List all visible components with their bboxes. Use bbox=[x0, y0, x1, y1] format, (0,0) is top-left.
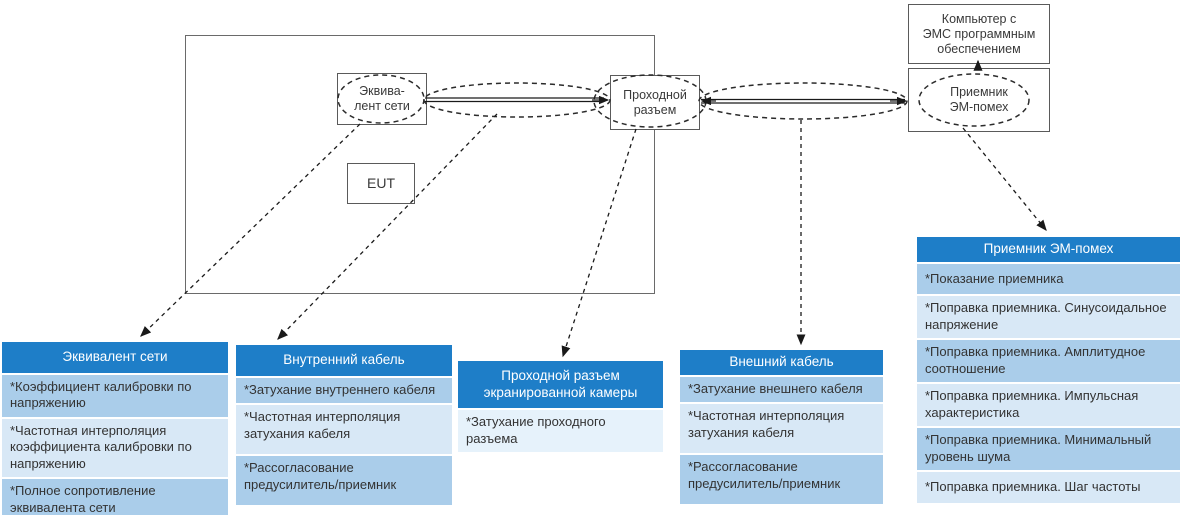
table-row: *Частотная интерполяция затухания кабеля bbox=[236, 405, 452, 454]
receiver-node-label: Приемник ЭМ-помех bbox=[949, 85, 1009, 114]
eut-box-label: EUT bbox=[367, 175, 395, 191]
table-row: *Коэффициент калибровки по напряжению bbox=[2, 374, 228, 417]
table-receiver: Приемник ЭМ-помех *Показание приемника *… bbox=[917, 237, 1180, 503]
table-internal-cable: Внутренний кабель *Затухание внутреннего… bbox=[236, 345, 452, 505]
receiver-node-box: Приемник ЭМ-помех bbox=[908, 68, 1050, 132]
table-equivalent-header: Эквивалент сети bbox=[2, 342, 228, 373]
table-passthrough-header: Проходной разъем экранированной камеры bbox=[458, 361, 663, 408]
table-row: *Рассогласование предусилитель/приемник bbox=[236, 456, 452, 505]
table-row: *Полное сопротивление эквивалента сети bbox=[2, 479, 228, 515]
external-cable-ellipse bbox=[698, 82, 908, 120]
computer-box: Компьютер с ЭМС программным обеспечением bbox=[908, 4, 1050, 64]
table-row: *Показание приемника bbox=[917, 263, 1180, 294]
eut-box: EUT bbox=[347, 163, 415, 204]
passthrough-node-box: Проходной разъем bbox=[610, 75, 700, 130]
table-row: *Частотная интерполяция коэффициента кал… bbox=[2, 418, 228, 477]
table-row: *Рассогласование предусилитель/приемник bbox=[680, 455, 883, 504]
table-internal-cable-header: Внутренний кабель bbox=[236, 345, 452, 376]
table-row: *Затухание проходного разъема bbox=[458, 410, 663, 452]
equivalent-node-label: Эквива- лент сети bbox=[354, 84, 410, 113]
passthrough-node-label: Проходной разъем bbox=[623, 87, 687, 117]
table-row: *Поправка приемника. Импульсная характер… bbox=[917, 384, 1180, 426]
table-receiver-header: Приемник ЭМ-помех bbox=[917, 237, 1180, 262]
table-row: *Поправка приемника. Амплитудное соотнош… bbox=[917, 340, 1180, 382]
table-row: *Затухание внешнего кабеля bbox=[680, 376, 883, 402]
table-row: *Поправка приемника. Шаг частоты bbox=[917, 472, 1180, 503]
table-row: *Частотная интерполяция затухания кабеля bbox=[680, 404, 883, 453]
table-passthrough: Проходной разъем экранированной камеры *… bbox=[458, 361, 663, 452]
table-row: *Затухание внутреннего кабеля bbox=[236, 377, 452, 403]
arrow-to-receiver-table bbox=[962, 127, 1047, 232]
equivalent-node-box: Эквива- лент сети bbox=[337, 73, 427, 125]
computer-box-label: Компьютер с ЭМС программным обеспечением bbox=[922, 11, 1036, 56]
table-equivalent: Эквивалент сети *Коэффициент калибровки … bbox=[2, 342, 228, 515]
table-row: *Поправка приемника. Минимальный уровень… bbox=[917, 428, 1180, 470]
table-external-cable: Внешний кабель *Затухание внешнего кабел… bbox=[680, 350, 883, 504]
table-row: *Поправка приемника. Синусоидальное напр… bbox=[917, 296, 1180, 338]
table-external-cable-header: Внешний кабель bbox=[680, 350, 883, 375]
